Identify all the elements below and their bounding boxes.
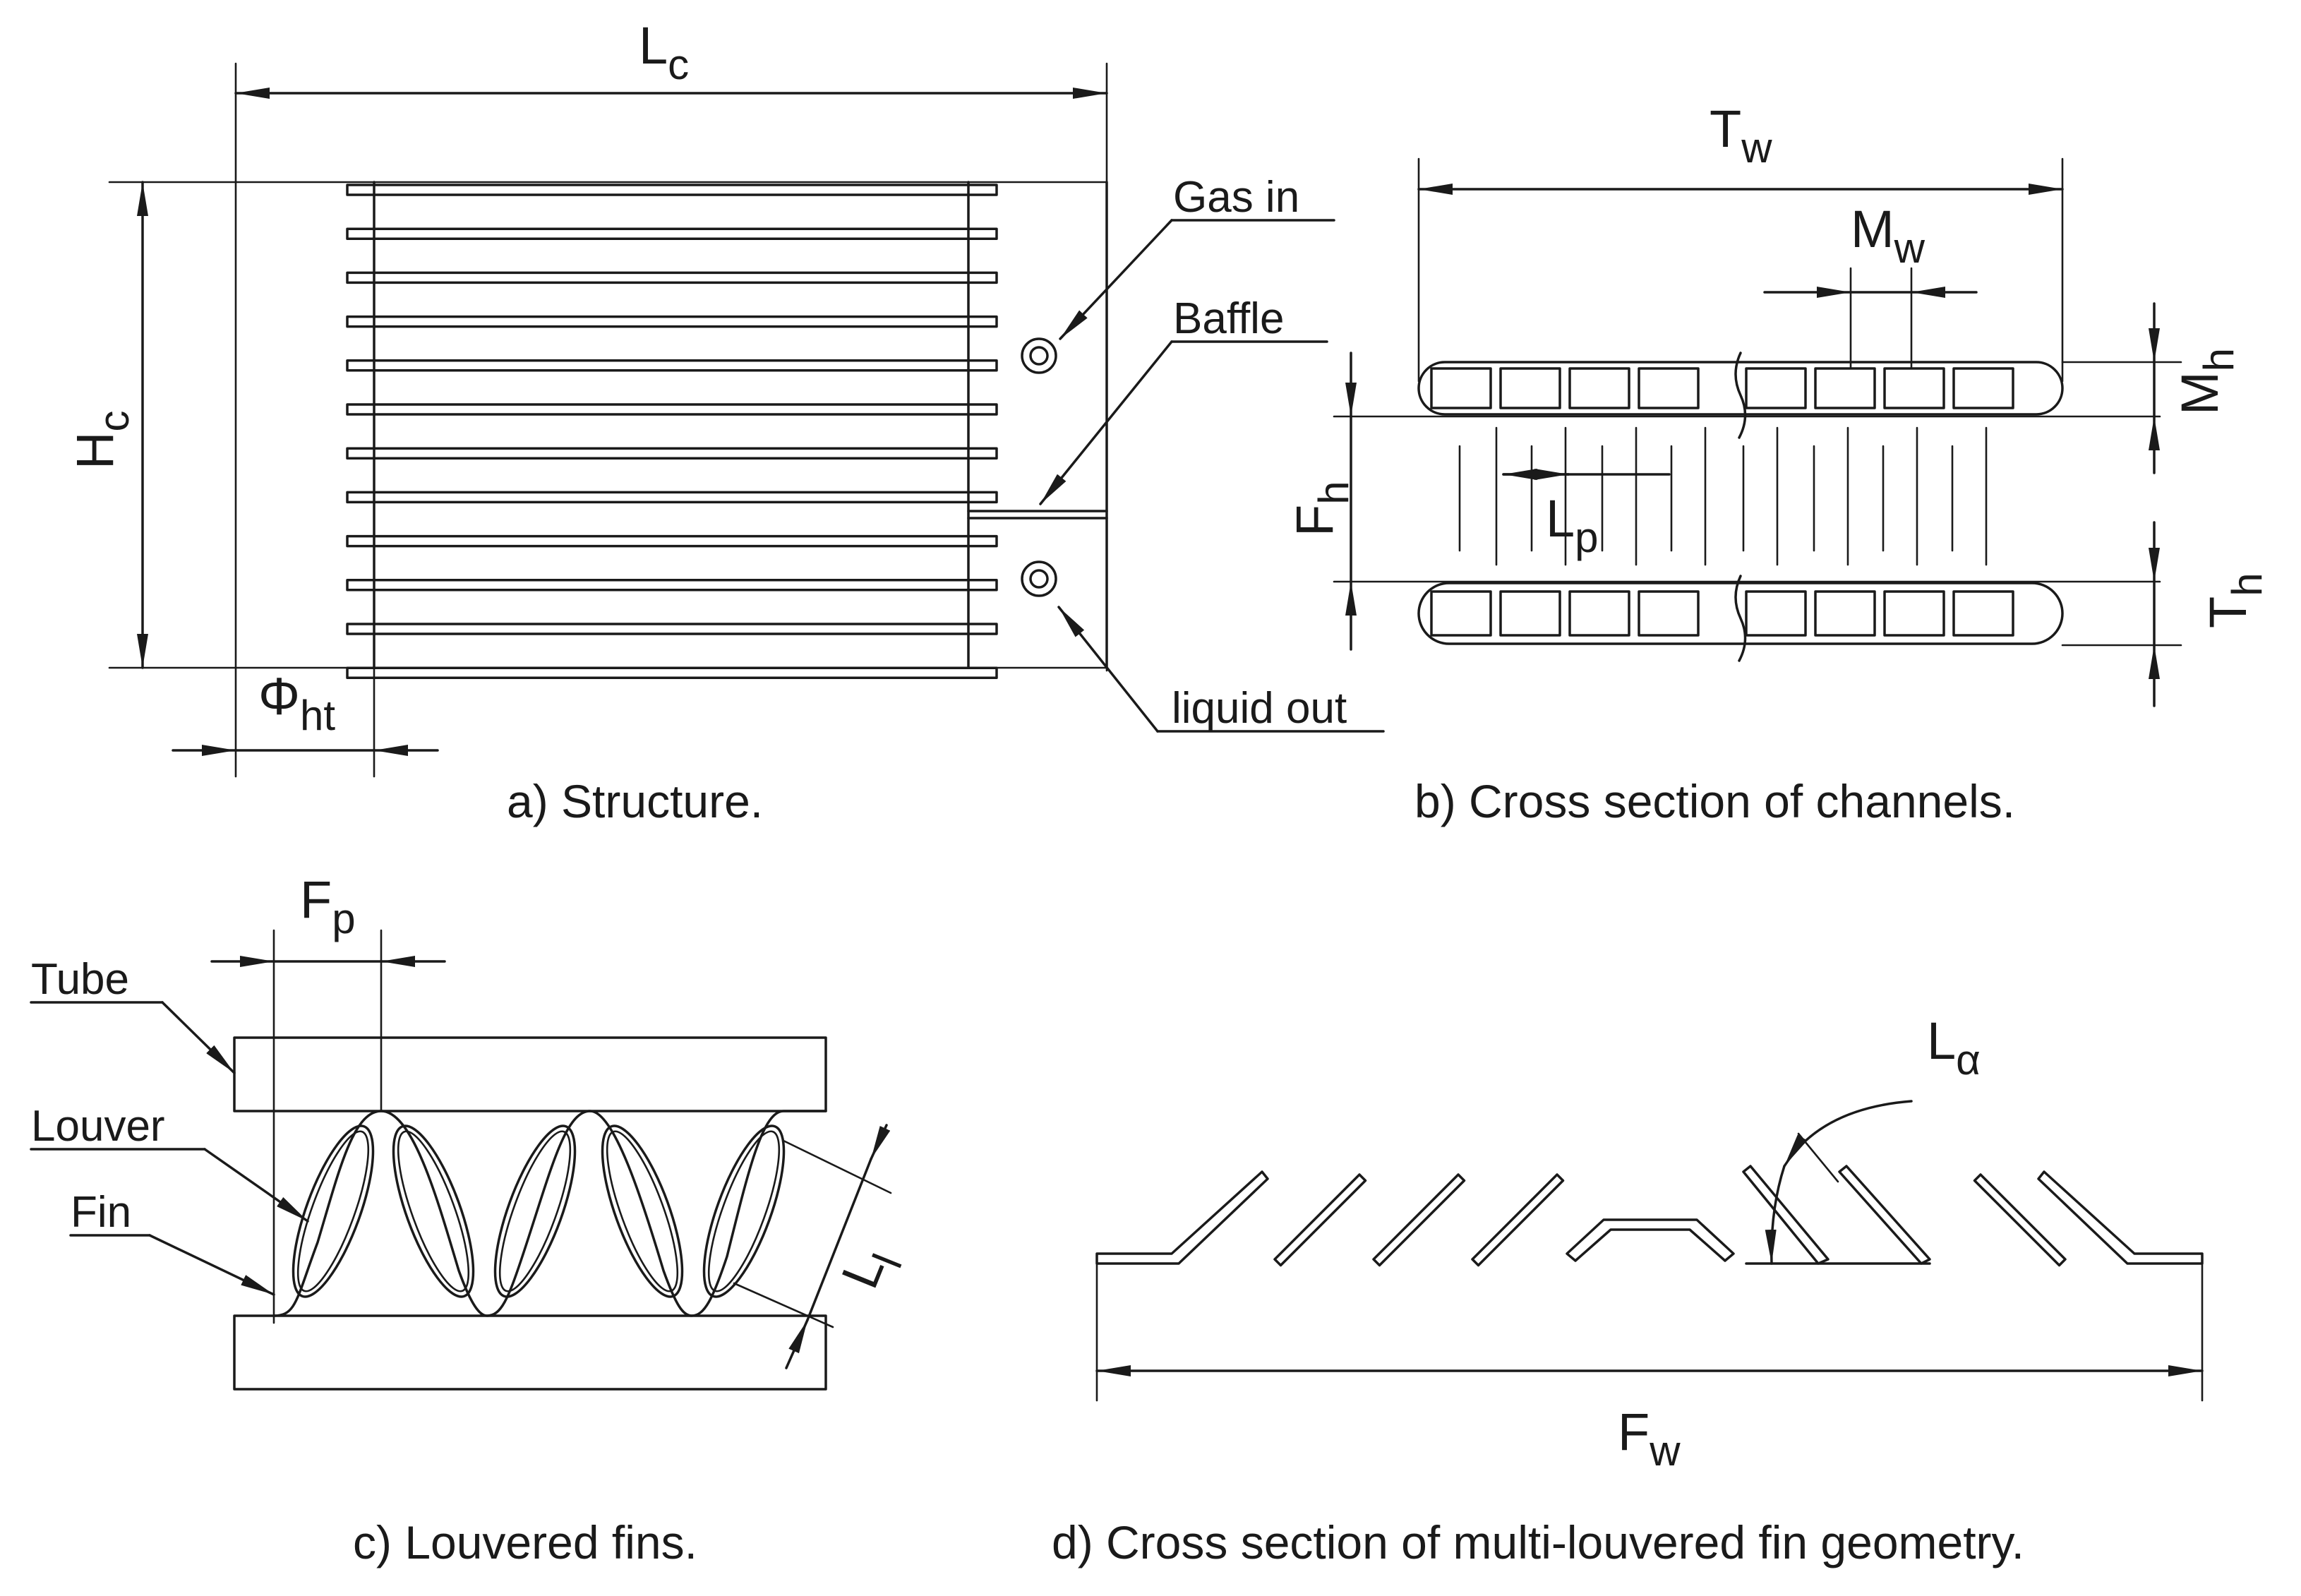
angle-arc-upper	[1783, 1100, 1913, 1168]
tube	[346, 623, 998, 635]
tube	[346, 579, 998, 592]
louver-oval-inner	[296, 1130, 370, 1292]
louver-slat	[1273, 1173, 1367, 1267]
lc-symbol: Lc	[639, 16, 689, 88]
tube	[346, 315, 998, 328]
caption-b: b) Cross section of channels.	[1414, 775, 2015, 827]
louver-slats	[1273, 1173, 2067, 1267]
ll-symbol: Ll	[830, 1238, 911, 1301]
tube	[346, 491, 998, 504]
angle-arc-lower	[1765, 1165, 1786, 1265]
tube-stack	[346, 184, 998, 679]
baffle-label: Baffle	[1173, 294, 1284, 343]
liquid-outlet-port	[1021, 560, 1057, 597]
louver-oval	[392, 1124, 475, 1298]
channel	[1430, 590, 1492, 637]
louver-oval-inner	[606, 1130, 679, 1292]
louver-oval	[601, 1124, 684, 1298]
channel	[1952, 367, 2014, 409]
fin-label: Fin	[71, 1188, 131, 1237]
louver-oval-inner	[498, 1130, 572, 1292]
tube	[346, 447, 998, 460]
upper-tube	[233, 1036, 827, 1112]
channel	[1638, 590, 1700, 637]
louver-oval-inner	[707, 1130, 781, 1292]
fin-wave	[272, 1110, 827, 1317]
channel	[1814, 367, 1876, 409]
tube	[346, 271, 998, 284]
panel-b-cross-section: Tw Mw Lp	[1285, 100, 2271, 827]
louver-oval	[292, 1124, 375, 1298]
left-end-section	[1095, 1170, 1269, 1265]
fw-symbol: Fw	[1618, 1403, 1681, 1475]
tube	[346, 359, 998, 372]
channel	[1814, 590, 1876, 637]
channel	[1745, 367, 1807, 409]
break-mark-top	[1734, 352, 1747, 439]
tube	[346, 534, 998, 548]
lp-symbol: Lp	[1546, 489, 1599, 561]
panel-c-louvered-fins: Fp Tube Louver Fin Ll c) Louvered fins.	[30, 870, 911, 1568]
channel	[1883, 367, 1945, 409]
tube	[346, 666, 998, 679]
fh-symbol: Fh	[1285, 481, 1357, 536]
tube-label: Tube	[31, 955, 129, 1004]
liquid-out-label: liquid out	[1172, 684, 1347, 733]
tw-symbol: Tw	[1710, 100, 1772, 172]
channel	[1883, 590, 1945, 637]
fp-symbol: Fp	[300, 870, 356, 942]
lower-tube	[233, 1314, 827, 1391]
louver-oval	[493, 1124, 577, 1298]
break-mark-bottom	[1734, 575, 1747, 662]
panel-d-fin-geometry: Lα Fw d) Cross section of multi-louvered…	[1052, 1012, 2204, 1568]
caption-d: d) Cross section of multi-louvered fin g…	[1052, 1516, 2024, 1568]
channel	[1430, 367, 1492, 409]
louver-slat	[1973, 1173, 2067, 1267]
channel	[1499, 590, 1561, 637]
caption-a: a) Structure.	[507, 775, 763, 827]
louver-slat	[1471, 1173, 1565, 1267]
channel	[1745, 590, 1807, 637]
upper-flat-tube	[1417, 361, 2064, 416]
fin-lines	[1458, 426, 1988, 566]
louver-oval	[702, 1124, 786, 1298]
lower-flat-tube	[1417, 582, 2064, 645]
channel	[1952, 590, 2014, 637]
gas-in-label: Gas in	[1173, 173, 1299, 222]
mh-symbol: Mh	[2170, 348, 2242, 415]
center-redirection-louver	[1566, 1218, 1735, 1262]
phi-ht-symbol: Φht	[258, 667, 335, 739]
tube	[346, 184, 998, 196]
caption-c: c) Louvered fins.	[353, 1516, 697, 1568]
tube	[346, 227, 998, 240]
louver-slat	[1372, 1173, 1466, 1267]
mw-symbol: Mw	[1851, 200, 1925, 272]
gas-inlet-port	[1021, 337, 1057, 374]
channel	[1638, 367, 1700, 409]
panel-a-structure: Gas in Baffle liquid out Lc Hc Φht a) St…	[66, 16, 1385, 827]
channel	[1568, 367, 1630, 409]
louver-ovals	[292, 1124, 786, 1298]
louver-label: Louver	[31, 1102, 165, 1151]
slat-angle-right	[1838, 1165, 1931, 1265]
right-end-section	[2037, 1170, 2204, 1265]
tube	[346, 403, 998, 416]
th-symbol: Th	[2199, 572, 2271, 628]
louver-oval-inner	[397, 1130, 470, 1292]
slat-angle-left	[1742, 1165, 1830, 1265]
la-symbol: Lα	[1927, 1012, 1981, 1084]
hc-symbol: Hc	[66, 411, 138, 469]
channel	[1499, 367, 1561, 409]
channel	[1568, 590, 1630, 637]
